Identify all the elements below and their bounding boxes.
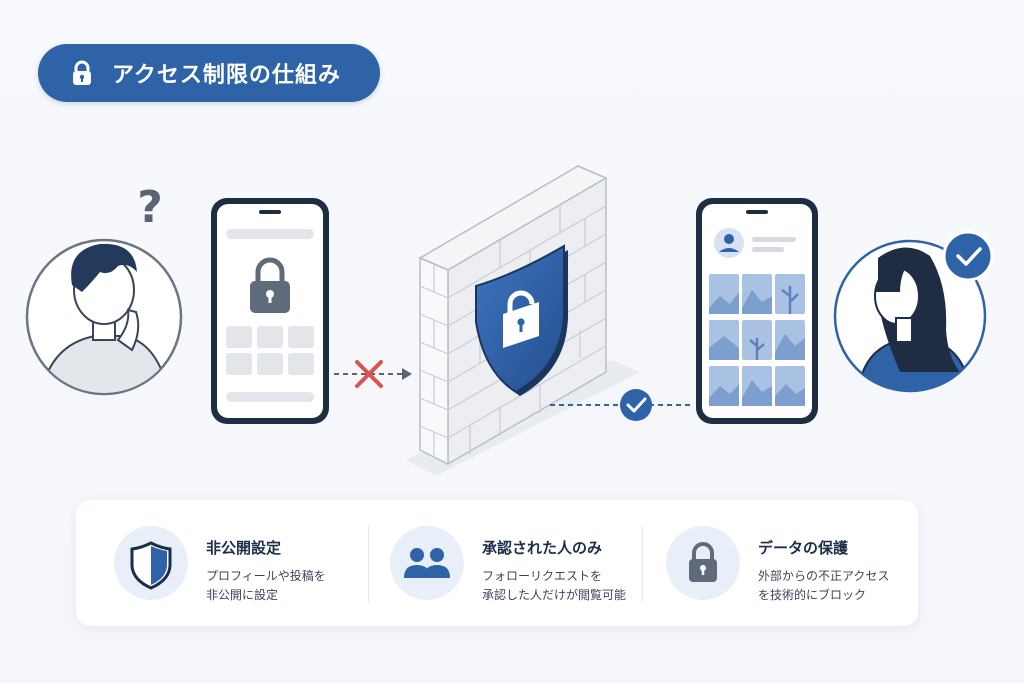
shield-lock-icon [475, 244, 568, 396]
feature-private-setting: 非公開設定 プロフィールや投稿を 非公開に設定 [76, 500, 366, 626]
lock-icon [68, 59, 96, 87]
locked-phone [211, 198, 329, 424]
users-icon [390, 526, 464, 600]
feature-approved-only: 承認された人のみ フォローリクエストを 承認した人だけが閲覧可能 [352, 500, 642, 626]
firewall [406, 165, 640, 476]
feature-description: フォローリクエストを [482, 569, 603, 583]
feature-data-protection: データの保護 外部からの不正アクセス を技術的にブロック [628, 500, 918, 626]
blocked-arrow [334, 360, 412, 388]
feature-title: 承認された人のみ [482, 539, 603, 557]
page-title: アクセス制限の仕組み [112, 63, 341, 88]
shield-icon [114, 526, 188, 600]
features-panel: 非公開設定 プロフィールや投稿を 非公開に設定 承認された人のみ フォローリクエ… [76, 500, 918, 626]
check-icon [956, 247, 982, 266]
allowed-path [550, 389, 694, 421]
profile-avatar-icon [714, 228, 744, 258]
access-diagram: ? [25, 165, 994, 476]
feature-title: 非公開設定 [206, 539, 282, 557]
outsider-avatar [25, 238, 183, 396]
feature-description: 非公開に設定 [206, 588, 279, 602]
feature-description: を技術的にブロック [758, 588, 867, 602]
approved-user-avatar [833, 230, 994, 393]
feature-title: データの保護 [758, 539, 849, 557]
unlocked-phone [696, 198, 818, 424]
feature-description: 外部からの不正アクセス [758, 569, 890, 583]
divider [368, 526, 369, 602]
title-banner: アクセス制限の仕組み [38, 44, 380, 102]
cross-icon [355, 360, 383, 388]
lock-icon [666, 526, 740, 600]
photo-grid [709, 274, 805, 406]
feature-description: プロフィールや投稿を [206, 569, 326, 583]
feature-description: 承認した人だけが閲覧可能 [482, 588, 627, 602]
divider [642, 526, 643, 602]
question-mark: ? [137, 182, 163, 233]
check-icon [626, 397, 647, 413]
lock-icon [250, 257, 290, 313]
